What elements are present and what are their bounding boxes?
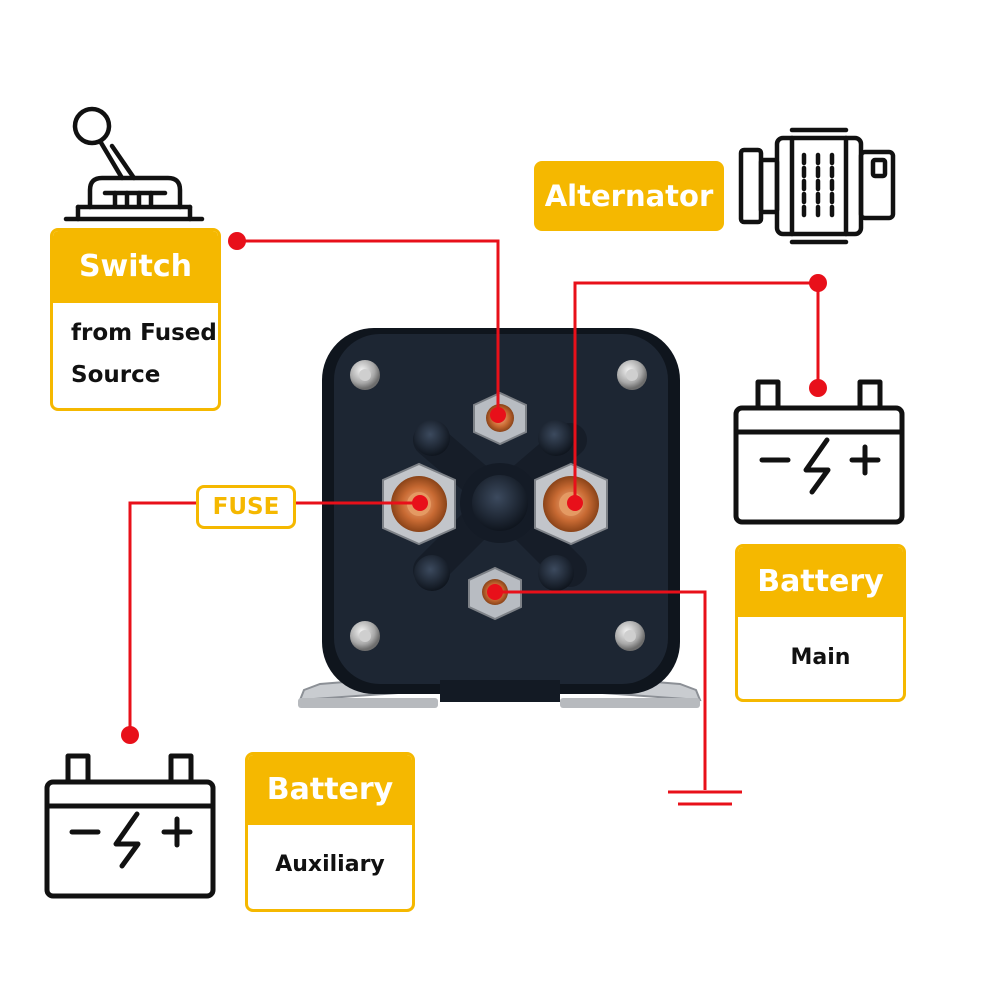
- switch-description-line1: from Fused: [71, 320, 217, 346]
- battery-icon: [733, 379, 905, 525]
- battery-main-title: Battery: [738, 547, 903, 617]
- battery-main-description: Main: [790, 645, 851, 670]
- fuse-label: FUSE: [196, 485, 296, 529]
- solenoid-body: [322, 328, 680, 702]
- switch-description: from Fused Source: [53, 303, 218, 396]
- joystick-switch-icon: [63, 106, 205, 222]
- unused-stud: [414, 420, 574, 591]
- battery-aux-description: Auxiliary: [275, 852, 385, 877]
- battery-icon: [44, 753, 216, 899]
- wire-node: [121, 232, 827, 744]
- switch-description-line2: Source: [71, 362, 161, 388]
- ground-symbol: [668, 790, 742, 806]
- battery-aux-title: Battery: [248, 755, 412, 825]
- battery-aux-card: Battery Auxiliary: [245, 752, 415, 912]
- alternator-label: Alternator: [534, 161, 724, 231]
- switch-title: Switch: [53, 231, 218, 303]
- switch-card: Switch from Fused Source: [50, 228, 221, 411]
- alternator-icon: [738, 127, 896, 245]
- corner-screw: [350, 360, 647, 651]
- wire: [128, 239, 820, 790]
- battery-main-card: Battery Main: [735, 544, 906, 702]
